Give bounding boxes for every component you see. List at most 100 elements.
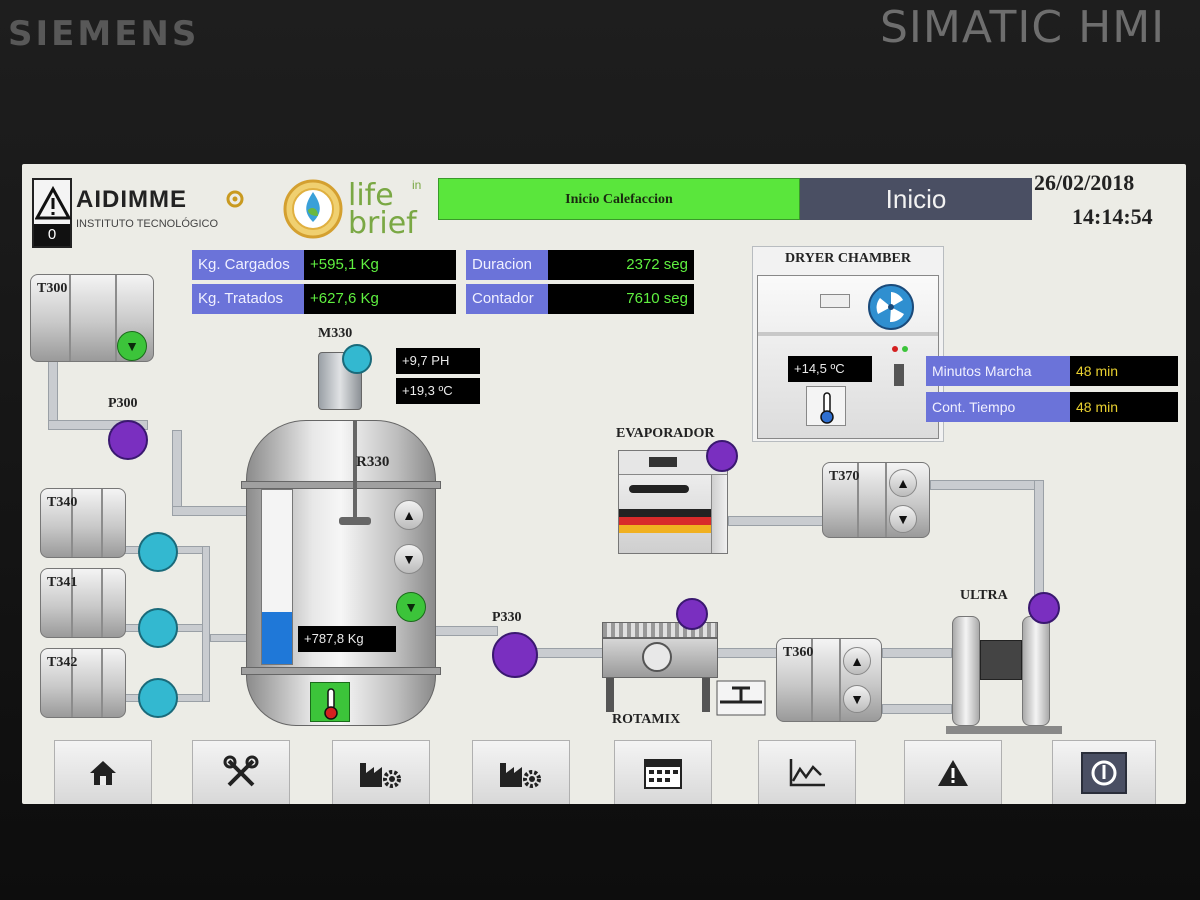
factory-gear-icon xyxy=(360,762,401,788)
kg-cargados-value: +595,1 Kg xyxy=(304,250,456,280)
duracion-value: 2372 seg xyxy=(548,250,694,280)
tools-icon xyxy=(223,755,259,786)
pipe xyxy=(716,648,782,658)
tank-t300-down-arrow-icon[interactable]: ▼ xyxy=(117,331,147,361)
tank-t341[interactable]: T341 xyxy=(40,568,126,638)
pipe xyxy=(202,546,210,702)
reactor-r330-label: R330 xyxy=(356,454,390,470)
pump-p300[interactable] xyxy=(108,420,148,460)
date-display: 26/02/2018 xyxy=(1034,170,1135,195)
duracion-label: Duracion xyxy=(466,250,548,280)
tank-t360-label: T360 xyxy=(783,645,814,660)
rotamix-label: ROTAMIX xyxy=(612,712,681,727)
alarm-indicator[interactable]: 0 xyxy=(32,178,72,248)
rotamix-status-icon[interactable] xyxy=(676,598,708,630)
tank-t370-up-arrow-icon[interactable]: ▲ xyxy=(889,469,917,497)
reactor-temp-value: +19,3 ºC xyxy=(396,378,480,404)
kg-cargados-label: Kg. Cargados xyxy=(192,250,304,280)
hmi-screen: 0 AIDIMME INSTITUTO TECNOLÓGICO life in … xyxy=(22,164,1186,804)
cont-tiempo-value: 48 min xyxy=(1070,392,1178,422)
ultra-unit[interactable] xyxy=(946,610,1062,740)
nav-process-button-2[interactable] xyxy=(472,740,570,804)
simatic-brand: SIMATIC HMI xyxy=(880,2,1166,53)
life-logo-bottom: brief xyxy=(348,206,417,241)
dryer-thermometer-button[interactable] xyxy=(806,386,846,426)
valve-icon[interactable] xyxy=(716,680,766,716)
aidimme-mark-icon xyxy=(226,190,244,208)
pump-p300-label: P300 xyxy=(108,396,138,411)
warning-icon xyxy=(938,759,968,786)
aidimme-subtitle: INSTITUTO TECNOLÓGICO xyxy=(76,218,218,230)
tank-t360-up-arrow-icon[interactable]: ▲ xyxy=(843,647,871,675)
tank-t370[interactable]: T370 ▲ ▼ xyxy=(822,462,930,538)
rotamix-unit[interactable] xyxy=(602,612,722,712)
tank-t342[interactable]: T342 xyxy=(40,648,126,718)
reactor-ph-value: +9,7 PH xyxy=(396,348,480,374)
evaporador-label: EVAPORADOR xyxy=(616,426,715,441)
tank-t360-down-arrow-icon[interactable]: ▼ xyxy=(843,685,871,713)
reactor-weight-value: +787,8 Kg xyxy=(298,626,396,652)
tank-t370-down-arrow-icon[interactable]: ▼ xyxy=(889,505,917,533)
pipe xyxy=(172,430,182,516)
pipe xyxy=(930,480,1044,490)
reactor-up-arrow-icon[interactable]: ▲ xyxy=(394,500,424,530)
life-logo-top: life xyxy=(348,178,394,213)
pump-p330-label: P330 xyxy=(492,610,522,625)
factory-gear-icon xyxy=(500,762,541,788)
kg-tratados-value: +627,6 Kg xyxy=(304,284,456,314)
status-banner: Inicio Calefaccion xyxy=(438,178,800,220)
pipe xyxy=(1034,480,1044,596)
alarm-count: 0 xyxy=(34,224,70,246)
pipe xyxy=(728,516,824,526)
aidimme-logo: AIDIMME xyxy=(76,186,187,213)
ultra-status-icon[interactable] xyxy=(1028,592,1060,624)
pipe xyxy=(172,506,252,516)
reactor-heater-button[interactable] xyxy=(310,682,350,722)
nav-calendar-button[interactable] xyxy=(614,740,712,804)
tank-t370-label: T370 xyxy=(829,469,860,484)
pipe xyxy=(532,648,612,658)
nav-alarms-button[interactable] xyxy=(904,740,1002,804)
nav-trend-button[interactable] xyxy=(758,740,856,804)
contador-value: 7610 seg xyxy=(548,284,694,314)
nav-tools-button[interactable] xyxy=(192,740,290,804)
ultra-label: ULTRA xyxy=(960,588,1008,603)
dryer-temp-value: +14,5 ºC xyxy=(788,356,872,382)
dryer-fan-icon[interactable] xyxy=(868,284,914,330)
pump-t341[interactable] xyxy=(138,608,178,648)
reactor-discharge-arrow-icon[interactable]: ▼ xyxy=(396,592,426,622)
tank-t340[interactable]: T340 xyxy=(40,488,126,558)
pipe xyxy=(48,420,148,430)
life-in-brief-logo-icon xyxy=(283,179,343,239)
pipe xyxy=(434,626,498,636)
kg-tratados-label: Kg. Tratados xyxy=(192,284,304,314)
tank-t341-label: T341 xyxy=(47,575,78,590)
tank-t300[interactable]: T300 ▼ xyxy=(30,274,154,362)
pump-p330[interactable] xyxy=(492,632,538,678)
dryer-title: DRYER CHAMBER xyxy=(785,251,911,266)
power-icon xyxy=(1081,751,1127,794)
nav-home-button[interactable] xyxy=(54,740,152,804)
tank-t300-label: T300 xyxy=(37,281,68,296)
pump-t342[interactable] xyxy=(138,678,178,718)
tank-t340-label: T340 xyxy=(47,495,78,510)
life-logo-in: in xyxy=(412,178,422,192)
nav-power-button[interactable] xyxy=(1052,740,1156,804)
reactor-level-gauge xyxy=(261,489,293,665)
screen-title: Inicio xyxy=(800,178,1032,220)
reactor-down-arrow-icon[interactable]: ▼ xyxy=(394,544,424,574)
time-display: 14:14:54 xyxy=(1072,204,1153,229)
pump-t340[interactable] xyxy=(138,532,178,572)
pipe xyxy=(882,704,952,714)
contador-label: Contador xyxy=(466,284,548,314)
nav-process-button-1[interactable] xyxy=(332,740,430,804)
dryer-chamber-panel: DRYER CHAMBER xyxy=(752,246,944,442)
trend-icon xyxy=(789,758,825,786)
tank-t360[interactable]: T360 ▲ ▼ xyxy=(776,638,882,722)
pipe xyxy=(882,648,952,658)
minutos-marcha-value: 48 min xyxy=(1070,356,1178,386)
thermometer-icon xyxy=(820,392,834,424)
home-icon xyxy=(90,760,116,785)
evaporador-status-icon[interactable] xyxy=(706,440,738,472)
dryer-chamber-unit[interactable] xyxy=(757,275,939,439)
